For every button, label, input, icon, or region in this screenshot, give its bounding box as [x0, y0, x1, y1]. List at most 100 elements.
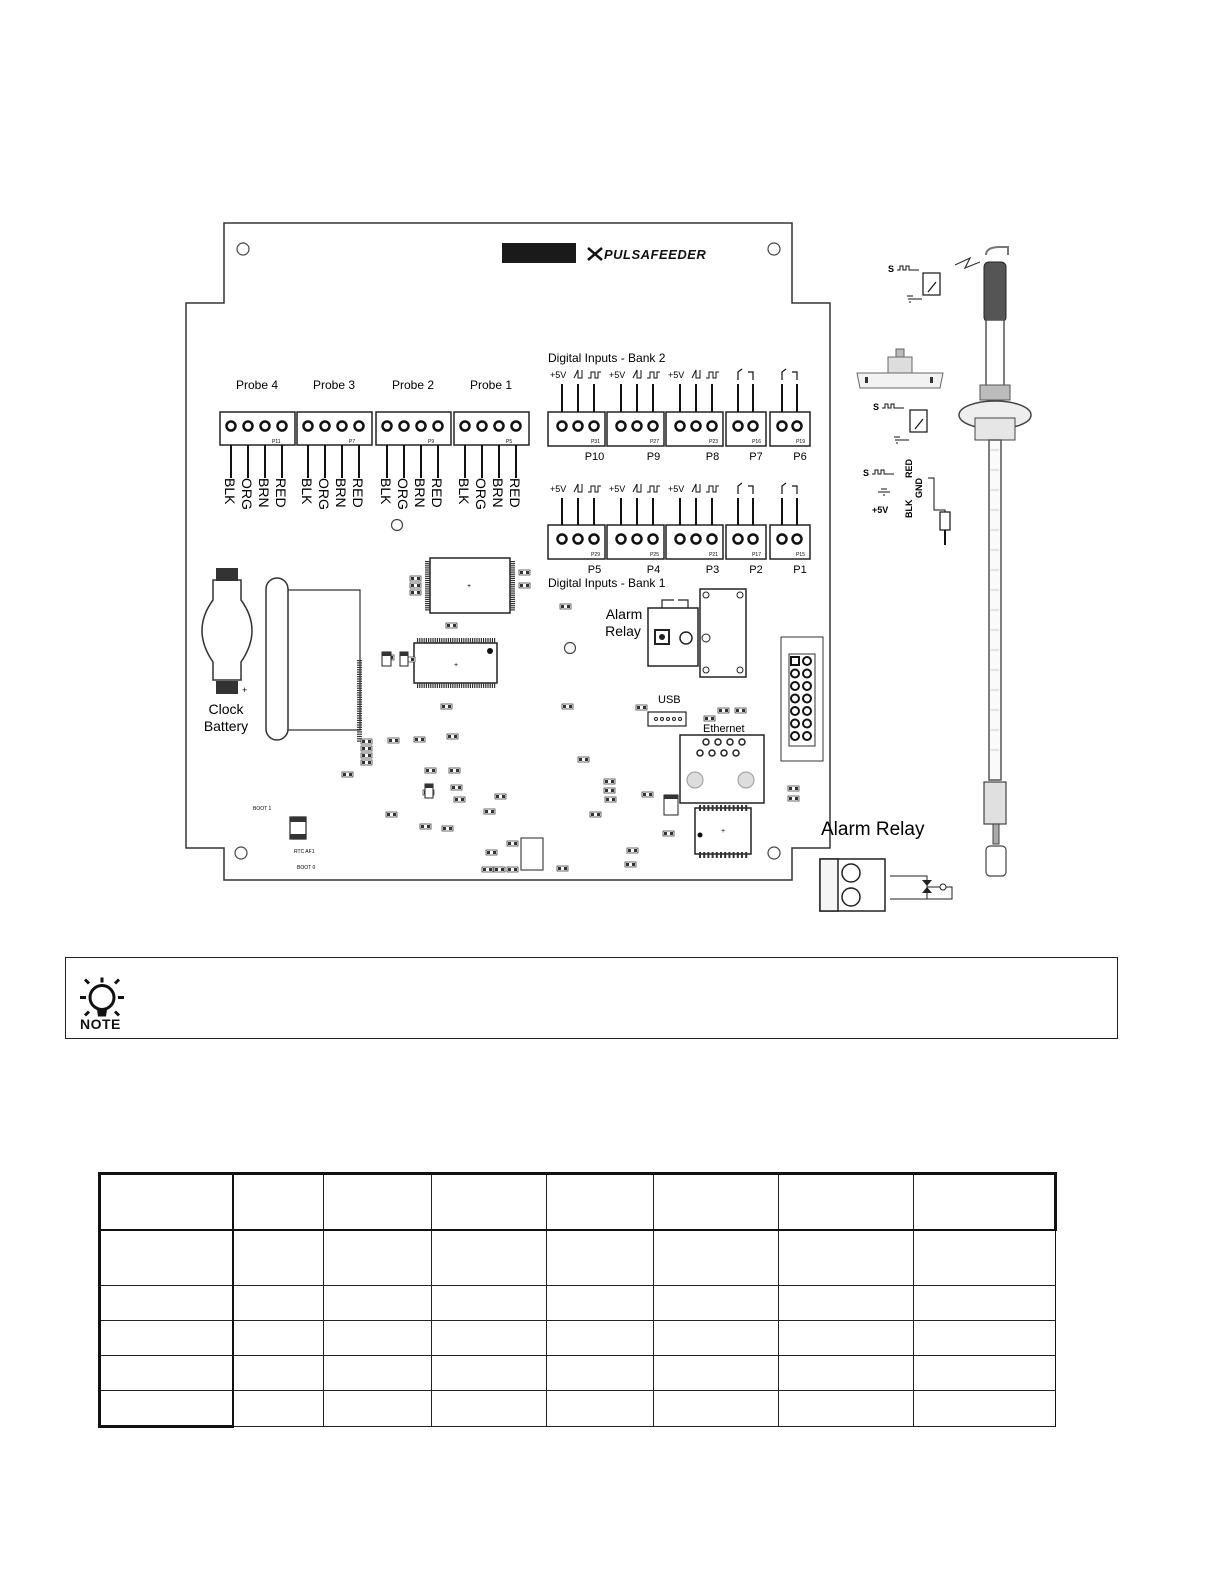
svg-text:+5V: +5V — [872, 505, 888, 515]
supply-label: +5V — [609, 484, 625, 494]
chip-t1: + — [694, 805, 752, 858]
supply-label: +5V — [668, 484, 684, 494]
table-cell — [653, 1355, 779, 1391]
probe-ref: P9 — [428, 439, 434, 445]
svg-text:S: S — [873, 402, 879, 412]
wire-color-label: RED — [350, 478, 366, 508]
smd-part — [481, 866, 494, 873]
table-cell — [546, 1390, 654, 1427]
table-cell — [232, 1172, 324, 1231]
brand-name: PULSAFEEDER — [604, 247, 706, 262]
dip-switch — [520, 837, 544, 871]
connector-label: P4 — [647, 564, 660, 576]
wire-color-label: RED — [429, 478, 445, 508]
mount-hole — [234, 846, 248, 860]
table-cell — [323, 1320, 432, 1356]
table-cell — [323, 1285, 432, 1321]
table-cell — [653, 1390, 779, 1427]
connector-ref: P17 — [752, 552, 761, 558]
alarm-relay-title: Alarm Relay — [821, 819, 925, 840]
smd-part — [603, 778, 616, 785]
table-cell — [98, 1390, 234, 1428]
table-cell — [778, 1229, 914, 1286]
bank2-title: Digital Inputs - Bank 2 — [548, 351, 666, 365]
table-cell — [232, 1229, 324, 1286]
label-block — [502, 243, 576, 263]
svg-text:+: + — [721, 828, 725, 835]
connector-label: P9 — [647, 451, 660, 463]
connector-label: P6 — [793, 451, 806, 463]
table-row — [98, 1229, 1056, 1286]
smd-part — [360, 745, 373, 752]
smd-part — [453, 796, 466, 803]
probe-label: Probe 4 — [236, 378, 278, 392]
table-row — [98, 1172, 1057, 1231]
probe-ref: P7 — [349, 439, 355, 445]
relay-k1 — [699, 588, 747, 678]
mount-hole — [767, 846, 781, 860]
smd-part — [577, 756, 590, 763]
connector-ref: P16 — [752, 439, 761, 445]
smd-part — [506, 866, 519, 873]
table-cell — [323, 1355, 432, 1391]
alarm-relay-label: Relay — [605, 623, 641, 639]
boot1-label: BOOT 1 — [253, 806, 271, 812]
probe-ref: P5 — [506, 439, 512, 445]
alarm-relay-terminal-block — [819, 858, 953, 912]
probe-label: Probe 3 — [313, 378, 355, 392]
wire-color-label: ORG — [473, 478, 489, 510]
pulse-signal-icon — [573, 483, 601, 493]
table-cell — [98, 1229, 234, 1286]
wire-color-label: RED — [507, 478, 523, 508]
connector-ref: P25 — [650, 552, 659, 558]
table-cell — [232, 1390, 324, 1427]
smd-part — [518, 582, 531, 589]
smd-part — [556, 865, 569, 872]
clock-battery: + — [201, 568, 361, 741]
ethernet-port — [679, 734, 765, 804]
smd-part — [494, 793, 507, 800]
table-cell — [431, 1390, 547, 1427]
smd-part — [448, 767, 461, 774]
smd-part — [409, 589, 422, 596]
wire-color-label: BLK — [378, 478, 394, 505]
alarm-relay-label: Alarm — [606, 606, 643, 622]
smd-part — [360, 752, 373, 759]
svg-text:GND: GND — [914, 478, 924, 499]
smd-part — [483, 808, 496, 815]
probe-label: Probe 2 — [392, 378, 434, 392]
probe-label: Probe 1 — [470, 378, 512, 392]
smd-part — [441, 825, 454, 832]
table-cell — [913, 1390, 1056, 1427]
table-cell — [913, 1172, 1057, 1231]
smd-part — [409, 582, 422, 589]
smd-part — [450, 784, 463, 791]
svg-text:RED: RED — [904, 458, 914, 478]
capacitor-c43 — [289, 816, 307, 840]
wire-color-label: BLK — [299, 478, 315, 505]
smd-part — [424, 767, 437, 774]
table-cell — [778, 1390, 914, 1427]
smd-part — [440, 703, 453, 710]
table-cell — [323, 1172, 432, 1231]
table-cell — [913, 1320, 1056, 1356]
table-cell — [323, 1229, 432, 1286]
svg-text:+: + — [454, 662, 458, 669]
pulse-signal-icon — [691, 369, 719, 379]
svg-text:BLK: BLK — [904, 499, 914, 518]
usb-port — [647, 711, 687, 727]
smd-part — [626, 847, 639, 854]
wire-color-label: ORG — [316, 478, 332, 510]
smd-part — [641, 791, 654, 798]
supply-label: +5V — [550, 484, 566, 494]
clock-battery-label: Clock — [208, 701, 244, 717]
connector-label: P3 — [706, 564, 719, 576]
